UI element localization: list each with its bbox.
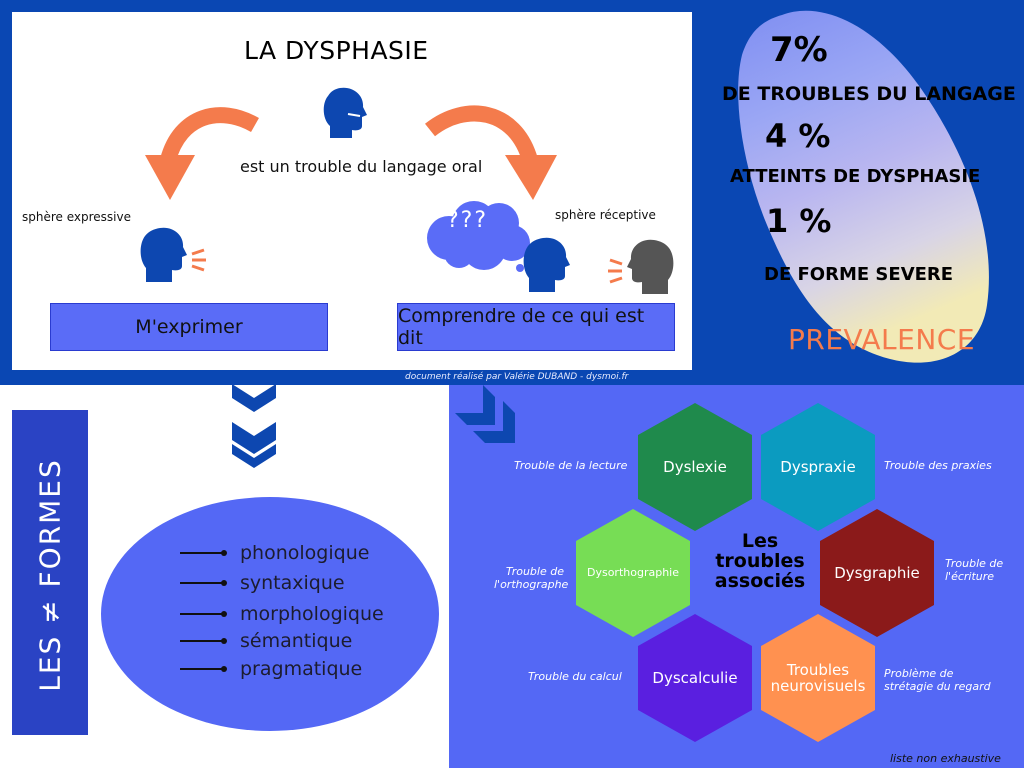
right-sphere-label: sphère réceptive: [555, 208, 656, 222]
express-box: M'exprimer: [50, 303, 328, 351]
stat-severe-value: 1 %: [766, 202, 832, 240]
thought-cloud-icon: [427, 201, 530, 272]
list-note: liste non exhaustive: [890, 752, 1001, 765]
stat-severe-label: DE FORME SEVERE: [764, 264, 954, 285]
comprehend-box: Comprendre de ce qui est dit: [397, 303, 675, 351]
form-item: phonologique: [180, 542, 369, 564]
stat-language-label: DE TROUBLES DU LANGAGE: [722, 83, 1016, 105]
desc-dyspraxia: Trouble des praxies: [884, 459, 992, 472]
associated-title: Les troubles associés: [714, 530, 806, 592]
speaking-head-grey-icon: [608, 239, 674, 294]
stat-dysphasia-value: 4 %: [765, 117, 831, 155]
desc-neurovisual: Problème de strétagie du regard: [884, 667, 991, 693]
form-item: syntaxique: [180, 572, 345, 594]
chevron-down-icon: [232, 384, 276, 468]
question-marks: ???: [447, 208, 489, 233]
form-item: pragmatique: [180, 658, 362, 680]
arrow-left-icon: [145, 107, 259, 200]
chevron-diagonal-icon: [455, 385, 515, 443]
left-sphere-label: sphère expressive: [22, 210, 131, 224]
hex-dyslexia: Dyslexie: [638, 403, 752, 531]
desc-dyslexia: Trouble de la lecture: [514, 459, 628, 472]
stat-language-value: 7%: [770, 30, 828, 70]
forms-ellipse: [101, 497, 439, 731]
desc-dyscalculia: Trouble du calcul: [528, 670, 622, 683]
listening-head-icon: [523, 237, 570, 292]
form-item: sémantique: [180, 630, 352, 652]
forms-heading: LES ≠ FORMES: [33, 458, 67, 692]
desc-dysorthography: Trouble de l'orthographe: [494, 565, 569, 591]
stat-dysphasia-label: ATTEINTS DE DYSPHASIE: [730, 166, 981, 187]
head-icon: [323, 87, 367, 138]
description-text: est un trouble du langage oral: [240, 157, 483, 176]
speaking-head-icon: [140, 227, 206, 282]
form-item: morphologique: [180, 603, 384, 625]
credit-text: document réalisé par Valérie DUBAND - dy…: [405, 372, 629, 382]
forms-heading-box: [12, 410, 88, 735]
page-title: LA DYSPHASIE: [244, 36, 429, 65]
hex-dyspraxia: Dyspraxie: [761, 403, 875, 531]
prevalence-blob: [738, 10, 989, 363]
arrow-right-icon: [425, 105, 557, 200]
prevalence-heading: PREVALENCE: [788, 323, 976, 356]
desc-dysgraphia: Trouble de l'écriture: [945, 557, 1004, 583]
